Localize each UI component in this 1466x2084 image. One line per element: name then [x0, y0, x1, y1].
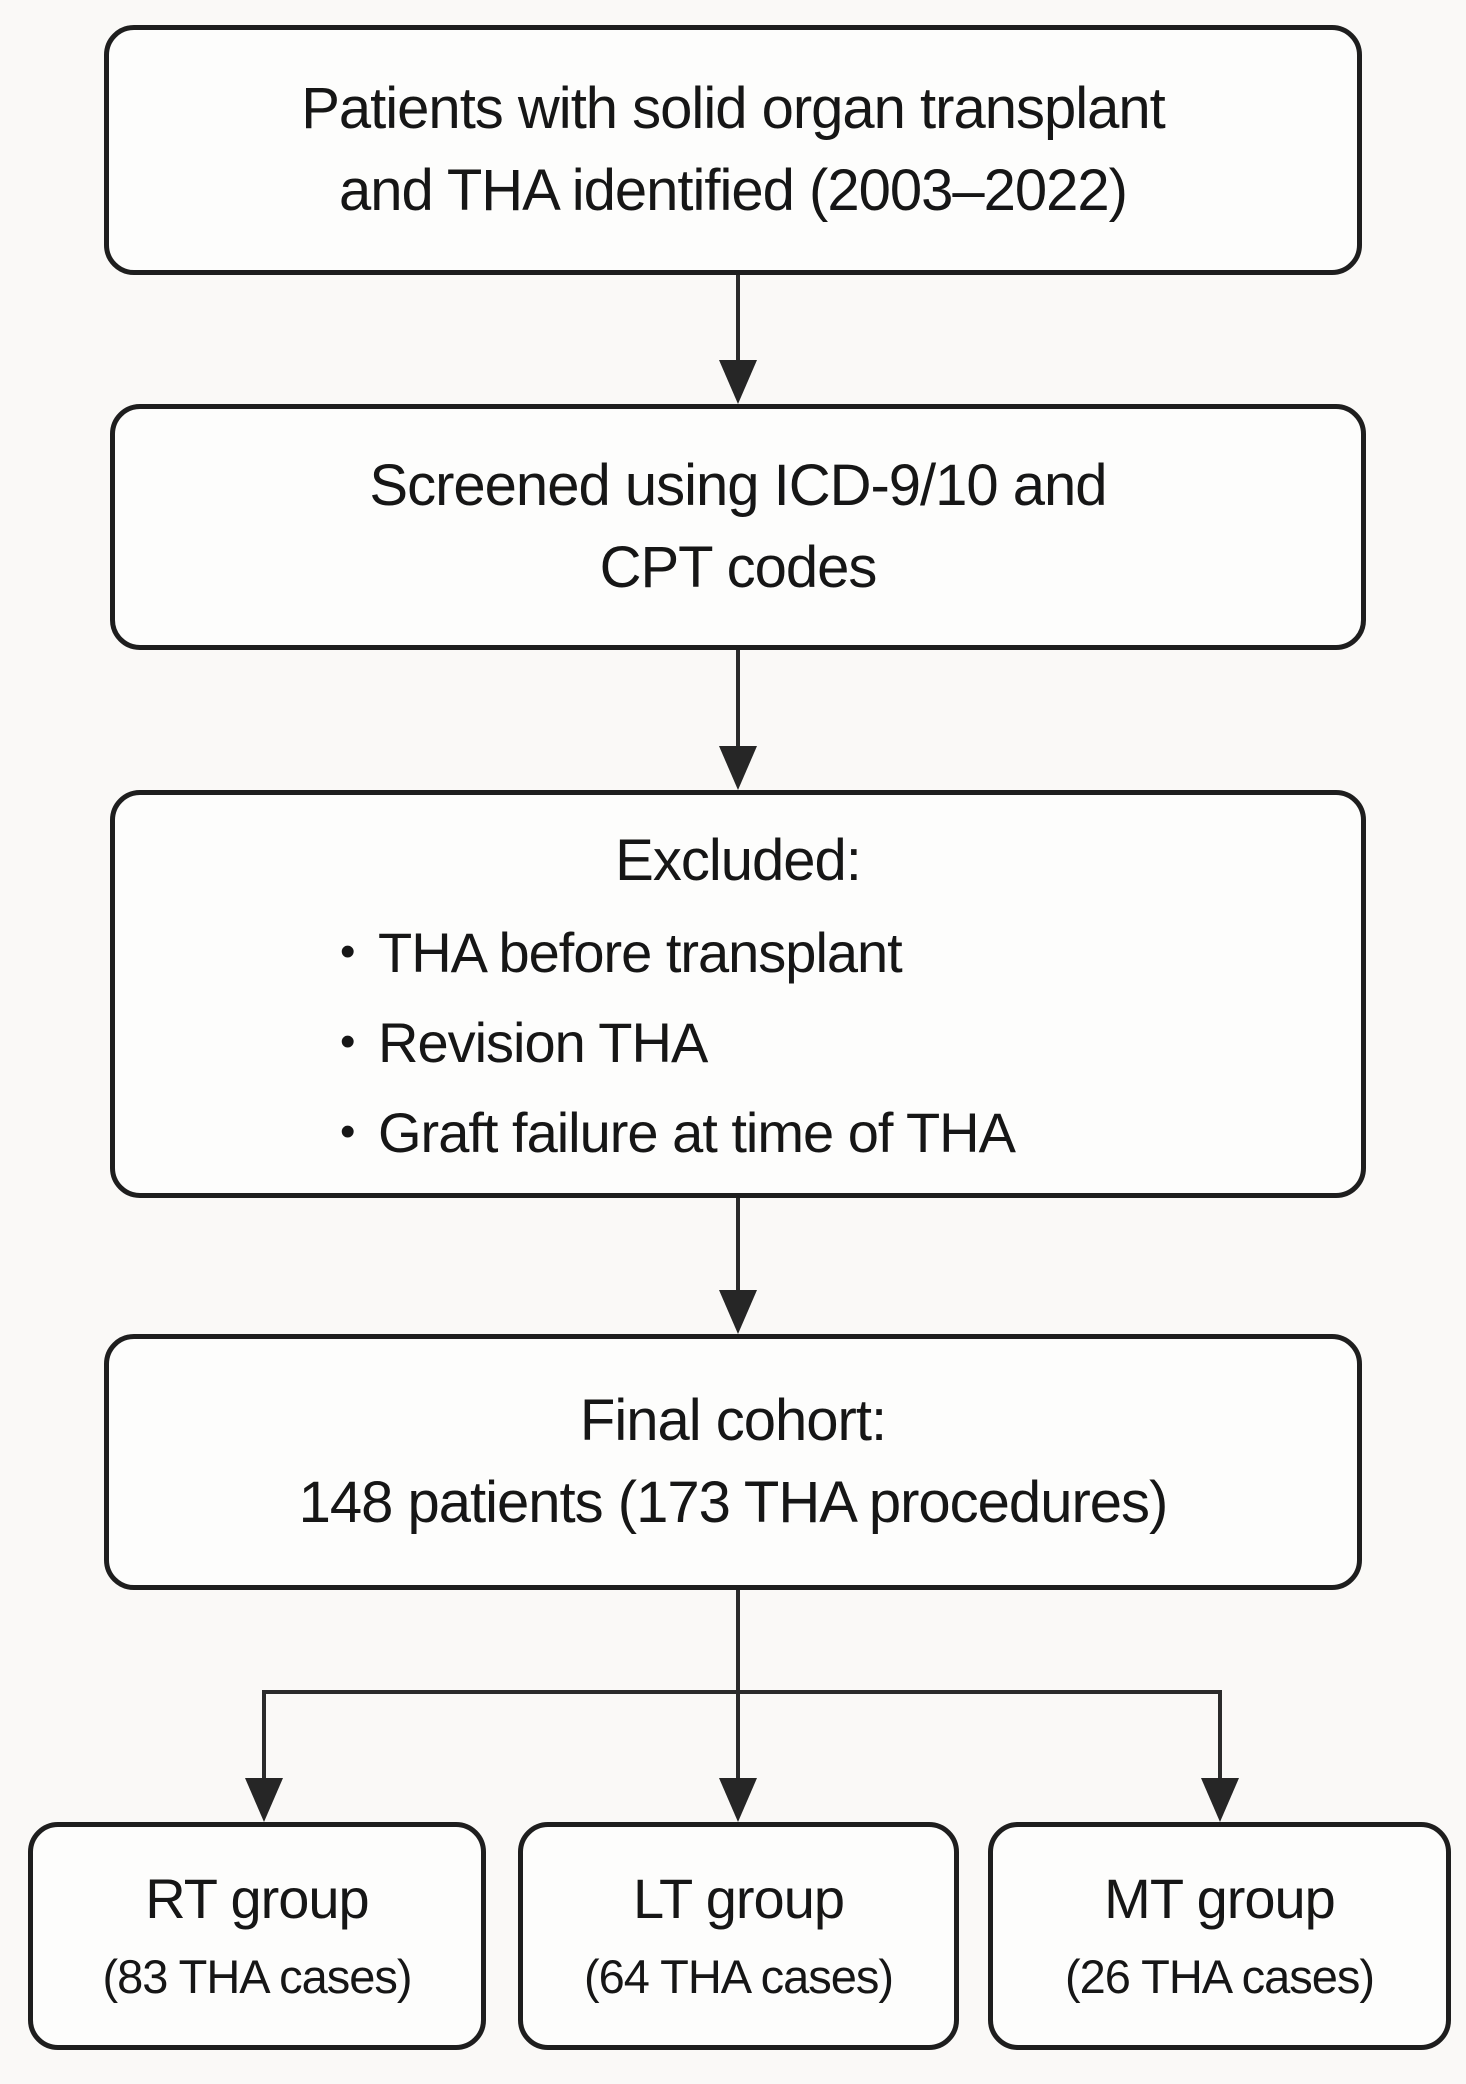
final-cohort-line2: 148 patients (173 THA procedures) [298, 1470, 1169, 1535]
branch-horizontal-line [262, 1690, 1222, 1694]
arrow-1-head-icon [719, 360, 757, 404]
rt-group-box: RT group (83 THA cases) [28, 1822, 486, 2050]
screened-line1: Screened using ICD-9/10 and [369, 453, 1107, 518]
excluded-bullet-1: THA before transplant [378, 920, 903, 984]
lt-group-cases: (64 THA cases) [583, 1950, 894, 2003]
mt-group-cases: (26 THA cases) [1064, 1950, 1375, 2003]
branch-left-line [262, 1690, 266, 1782]
final-cohort-box: Final cohort: 148 patients (173 THA proc… [104, 1334, 1362, 1590]
arrow-2-head-icon [719, 746, 757, 790]
branch-right-head-icon [1201, 1778, 1239, 1822]
branch-left-head-icon [245, 1778, 283, 1822]
excluded-bullet-row: • THA before transplant [340, 907, 1361, 997]
screened-box: Screened using ICD-9/10 and CPT codes [110, 404, 1366, 650]
arrow-3-line [736, 1198, 740, 1294]
lt-group-name: LT group [633, 1867, 845, 1930]
identified-line2: and THA identified (2003–2022) [339, 158, 1128, 223]
final-cohort-line1: Final cohort: [579, 1388, 887, 1453]
mt-group-box: MT group (26 THA cases) [988, 1822, 1451, 2050]
identified-box: Patients with solid organ transplant and… [104, 25, 1362, 275]
bullet-icon: • [340, 927, 356, 976]
excluded-bullet-2: Revision THA [378, 1010, 708, 1074]
rt-group-name: RT group [145, 1867, 369, 1930]
arrow-3-head-icon [719, 1290, 757, 1334]
branch-center-line [736, 1590, 740, 1782]
excluded-bullet-row: • Revision THA [340, 997, 1361, 1087]
identified-line1: Patients with solid organ transplant [301, 76, 1166, 141]
rt-group-cases: (83 THA cases) [102, 1950, 412, 2003]
excluded-bullet-row: • Graft failure at time of THA [340, 1087, 1361, 1177]
excluded-title: Excluded: [615, 828, 862, 893]
bullet-icon: • [340, 1017, 356, 1066]
branch-right-line [1218, 1690, 1222, 1782]
branch-center-head-icon [719, 1778, 757, 1822]
screened-line2: CPT codes [599, 535, 878, 600]
arrow-2-line [736, 650, 740, 750]
excluded-bullet-3: Graft failure at time of THA [378, 1100, 1016, 1164]
excluded-bullet-list: • THA before transplant • Revision THA •… [340, 907, 1361, 1177]
bullet-icon: • [340, 1107, 356, 1156]
arrow-1-line [736, 275, 740, 365]
excluded-box: Excluded: • THA before transplant • Revi… [110, 790, 1366, 1198]
mt-group-name: MT group [1104, 1867, 1336, 1930]
lt-group-box: LT group (64 THA cases) [518, 1822, 959, 2050]
